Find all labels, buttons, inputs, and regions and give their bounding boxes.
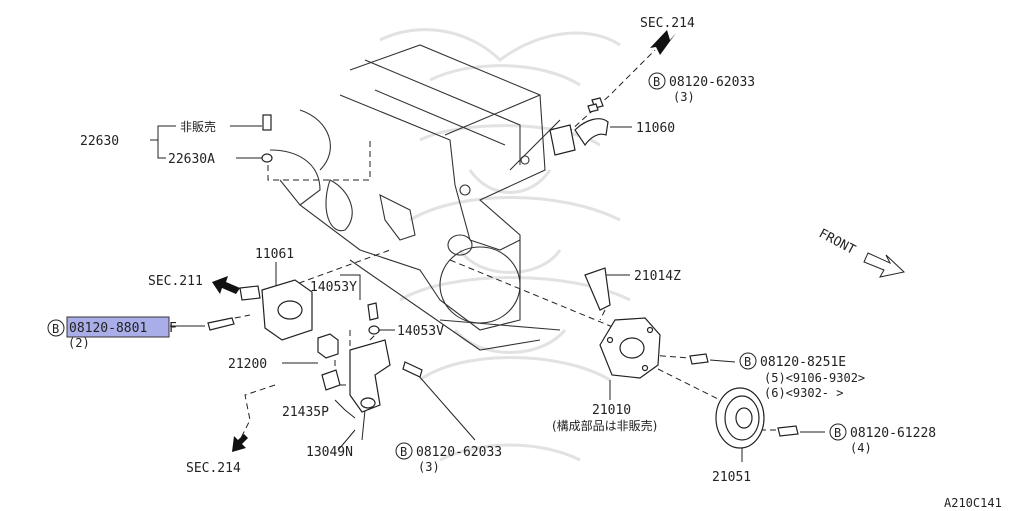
sec-214-top-label[interactable]: SEC.214 bbox=[640, 16, 695, 31]
circled-b-top-letter: B bbox=[653, 75, 660, 89]
part-11060-label[interactable]: 11060 bbox=[636, 121, 675, 136]
part-22630-not-sold-label: 非販売 bbox=[180, 119, 216, 134]
circled-b-pulley bbox=[829, 423, 847, 441]
pulley-21051 bbox=[715, 387, 765, 449]
sec-211-arrow bbox=[212, 276, 240, 294]
thermostat-21200 bbox=[317, 333, 339, 359]
bolt-14053y bbox=[367, 302, 379, 321]
part-14053v-label[interactable]: 14053V bbox=[397, 324, 444, 339]
watermark-emblem bbox=[379, 28, 631, 462]
sealant-21014z bbox=[584, 267, 611, 311]
circled-b-bottom-letter: B bbox=[400, 445, 407, 459]
bolt-bottom bbox=[402, 361, 423, 378]
circled-b-left-letter: B bbox=[52, 322, 59, 336]
part-13049n-label[interactable]: 13049N bbox=[306, 445, 353, 460]
bolt-right-label[interactable]: 08120-8251E bbox=[760, 355, 846, 370]
bolt-pulley-qty: (4) bbox=[850, 441, 872, 455]
part-21051-label[interactable]: 21051 bbox=[712, 470, 751, 485]
bolt-right-line2: (5)<9106-9302> bbox=[764, 371, 865, 385]
circled-b-right bbox=[739, 352, 757, 370]
engine-block bbox=[269, 44, 561, 351]
bolt-top-qty: (3) bbox=[673, 90, 695, 104]
leader-lines bbox=[150, 125, 825, 462]
part-21010-label[interactable]: 21010 bbox=[592, 403, 631, 418]
gasket-21435p bbox=[321, 369, 341, 391]
part-21435p-label[interactable]: 21435P bbox=[282, 405, 329, 420]
front-label: FRONT bbox=[816, 226, 858, 258]
bolt-top bbox=[587, 97, 604, 113]
part-11061-label[interactable]: 11061 bbox=[255, 247, 294, 262]
part-22630-label[interactable]: 22630 bbox=[80, 134, 119, 149]
bolt-left-suffix: F bbox=[169, 321, 177, 336]
bolt-top-label[interactable]: 08120-62033 bbox=[669, 75, 755, 90]
part-21014z-label[interactable]: 21014Z bbox=[634, 269, 681, 284]
sec-214-bottom-label[interactable]: SEC.214 bbox=[186, 461, 241, 476]
part-21010-note: (構成部品は非販売) bbox=[552, 418, 657, 433]
water-outlet-11060 bbox=[549, 118, 609, 156]
sec-214-bottom-arrow bbox=[232, 434, 248, 452]
circled-b-pulley-letter: B bbox=[834, 426, 841, 440]
part-21200-label[interactable]: 21200 bbox=[228, 357, 267, 372]
bolt-left bbox=[207, 317, 235, 331]
bolt-pulley-label[interactable]: 08120-61228 bbox=[850, 426, 936, 441]
washer-14053v bbox=[368, 325, 380, 335]
circled-b-bottom bbox=[395, 442, 413, 460]
bolt-right bbox=[689, 353, 709, 365]
circled-b-left bbox=[47, 319, 65, 337]
circled-b-top bbox=[648, 72, 666, 90]
sec-211-label[interactable]: SEC.211 bbox=[148, 274, 203, 289]
water-pump-21010 bbox=[599, 317, 661, 379]
housing-11061 bbox=[239, 279, 313, 341]
diagram-id: A210C141 bbox=[944, 496, 1002, 510]
bolt-left-qty: (2) bbox=[68, 336, 90, 350]
sensor-22630 bbox=[261, 114, 273, 163]
bolt-bottom-qty: (3) bbox=[418, 460, 440, 474]
highlight-box bbox=[66, 316, 170, 338]
bolt-bottom-label[interactable]: 08120-62033 bbox=[416, 445, 502, 460]
sec-214-top-arrow bbox=[650, 30, 676, 55]
part-22630a-label[interactable]: 22630A bbox=[168, 152, 215, 167]
inlet-13049n bbox=[349, 339, 391, 413]
bolt-left-highlighted-label[interactable]: 08120-8801 bbox=[69, 321, 147, 336]
part-14053y-label[interactable]: 14053Y bbox=[310, 280, 357, 295]
bolt-pulley bbox=[777, 425, 799, 437]
front-arrow-icon bbox=[863, 252, 906, 278]
bolt-right-line3: (6)<9302- > bbox=[764, 386, 843, 400]
circled-b-right-letter: B bbox=[744, 355, 751, 369]
